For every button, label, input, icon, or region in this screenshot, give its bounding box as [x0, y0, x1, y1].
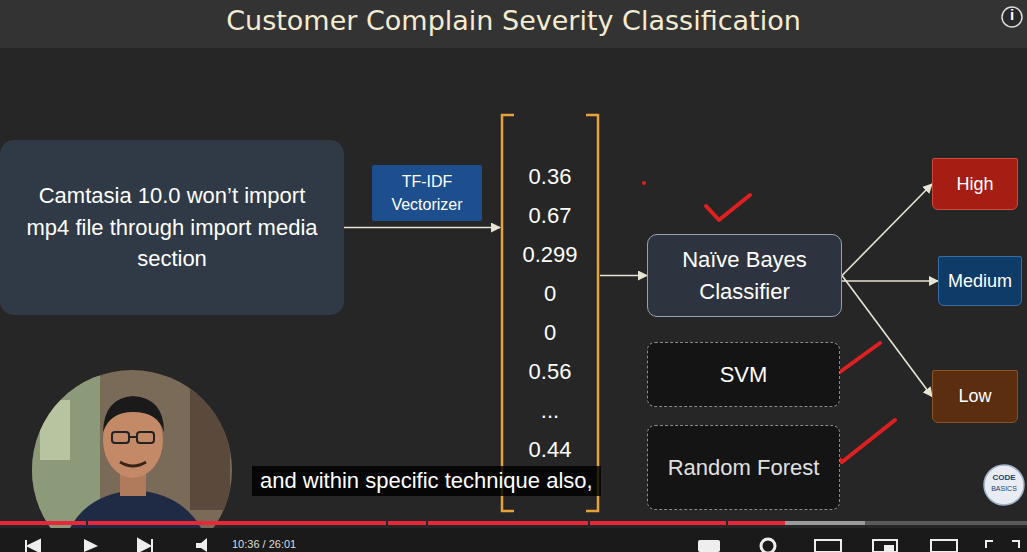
vector-bracket: 0.360.670.299000.56...0.44: [500, 113, 600, 513]
node-label: High: [956, 171, 993, 197]
slide-title: Customer Complain Severity Classificatio…: [0, 5, 1027, 36]
input-text-box: Camtasia 10.0 won’t import mp4 file thro…: [0, 140, 344, 315]
logo-text: CODE: [984, 473, 1024, 482]
logo-text: BASICS: [984, 485, 1024, 492]
flow-arrow: [344, 227, 500, 229]
node-label: Low: [958, 383, 991, 409]
flow-arrow: [842, 276, 932, 397]
vector-value: 0.36: [529, 157, 572, 196]
node-label: Random Forest: [668, 452, 820, 484]
subtitle-caption: and within specific technique also,: [252, 466, 601, 496]
vector-value: 0.44: [529, 430, 572, 469]
vector-value: 0.299: [522, 235, 577, 274]
node-label: TF-IDF Vectorizer: [378, 170, 476, 216]
node-label: Naïve Bayes Classifier: [660, 244, 829, 308]
flow-arrow: [600, 275, 647, 277]
vector-value: ...: [541, 391, 559, 430]
flow-arrow: [842, 184, 932, 276]
severity-tag: Low: [932, 370, 1018, 423]
vector-value: 0.56: [529, 352, 572, 391]
vector-value: 0.67: [529, 196, 572, 235]
node-label: Camtasia 10.0 won’t import mp4 file thro…: [18, 180, 326, 276]
node-label: Medium: [948, 268, 1012, 294]
classifier-box: SVM: [647, 342, 840, 407]
node-label: SVM: [720, 359, 768, 391]
classifier-box: Naïve Bayes Classifier: [647, 234, 842, 317]
classifier-box: Random Forest: [647, 425, 840, 510]
severity-tag: Medium: [938, 256, 1022, 306]
info-icon: i: [1002, 6, 1022, 23]
video-time: 10:36 / 26:01: [232, 538, 296, 550]
vector-value: 0: [544, 313, 556, 352]
flow-arrow: [842, 280, 938, 282]
vector-value: 0: [544, 274, 556, 313]
vectorizer-box: TF-IDF Vectorizer: [372, 165, 482, 221]
severity-tag: High: [932, 158, 1018, 210]
